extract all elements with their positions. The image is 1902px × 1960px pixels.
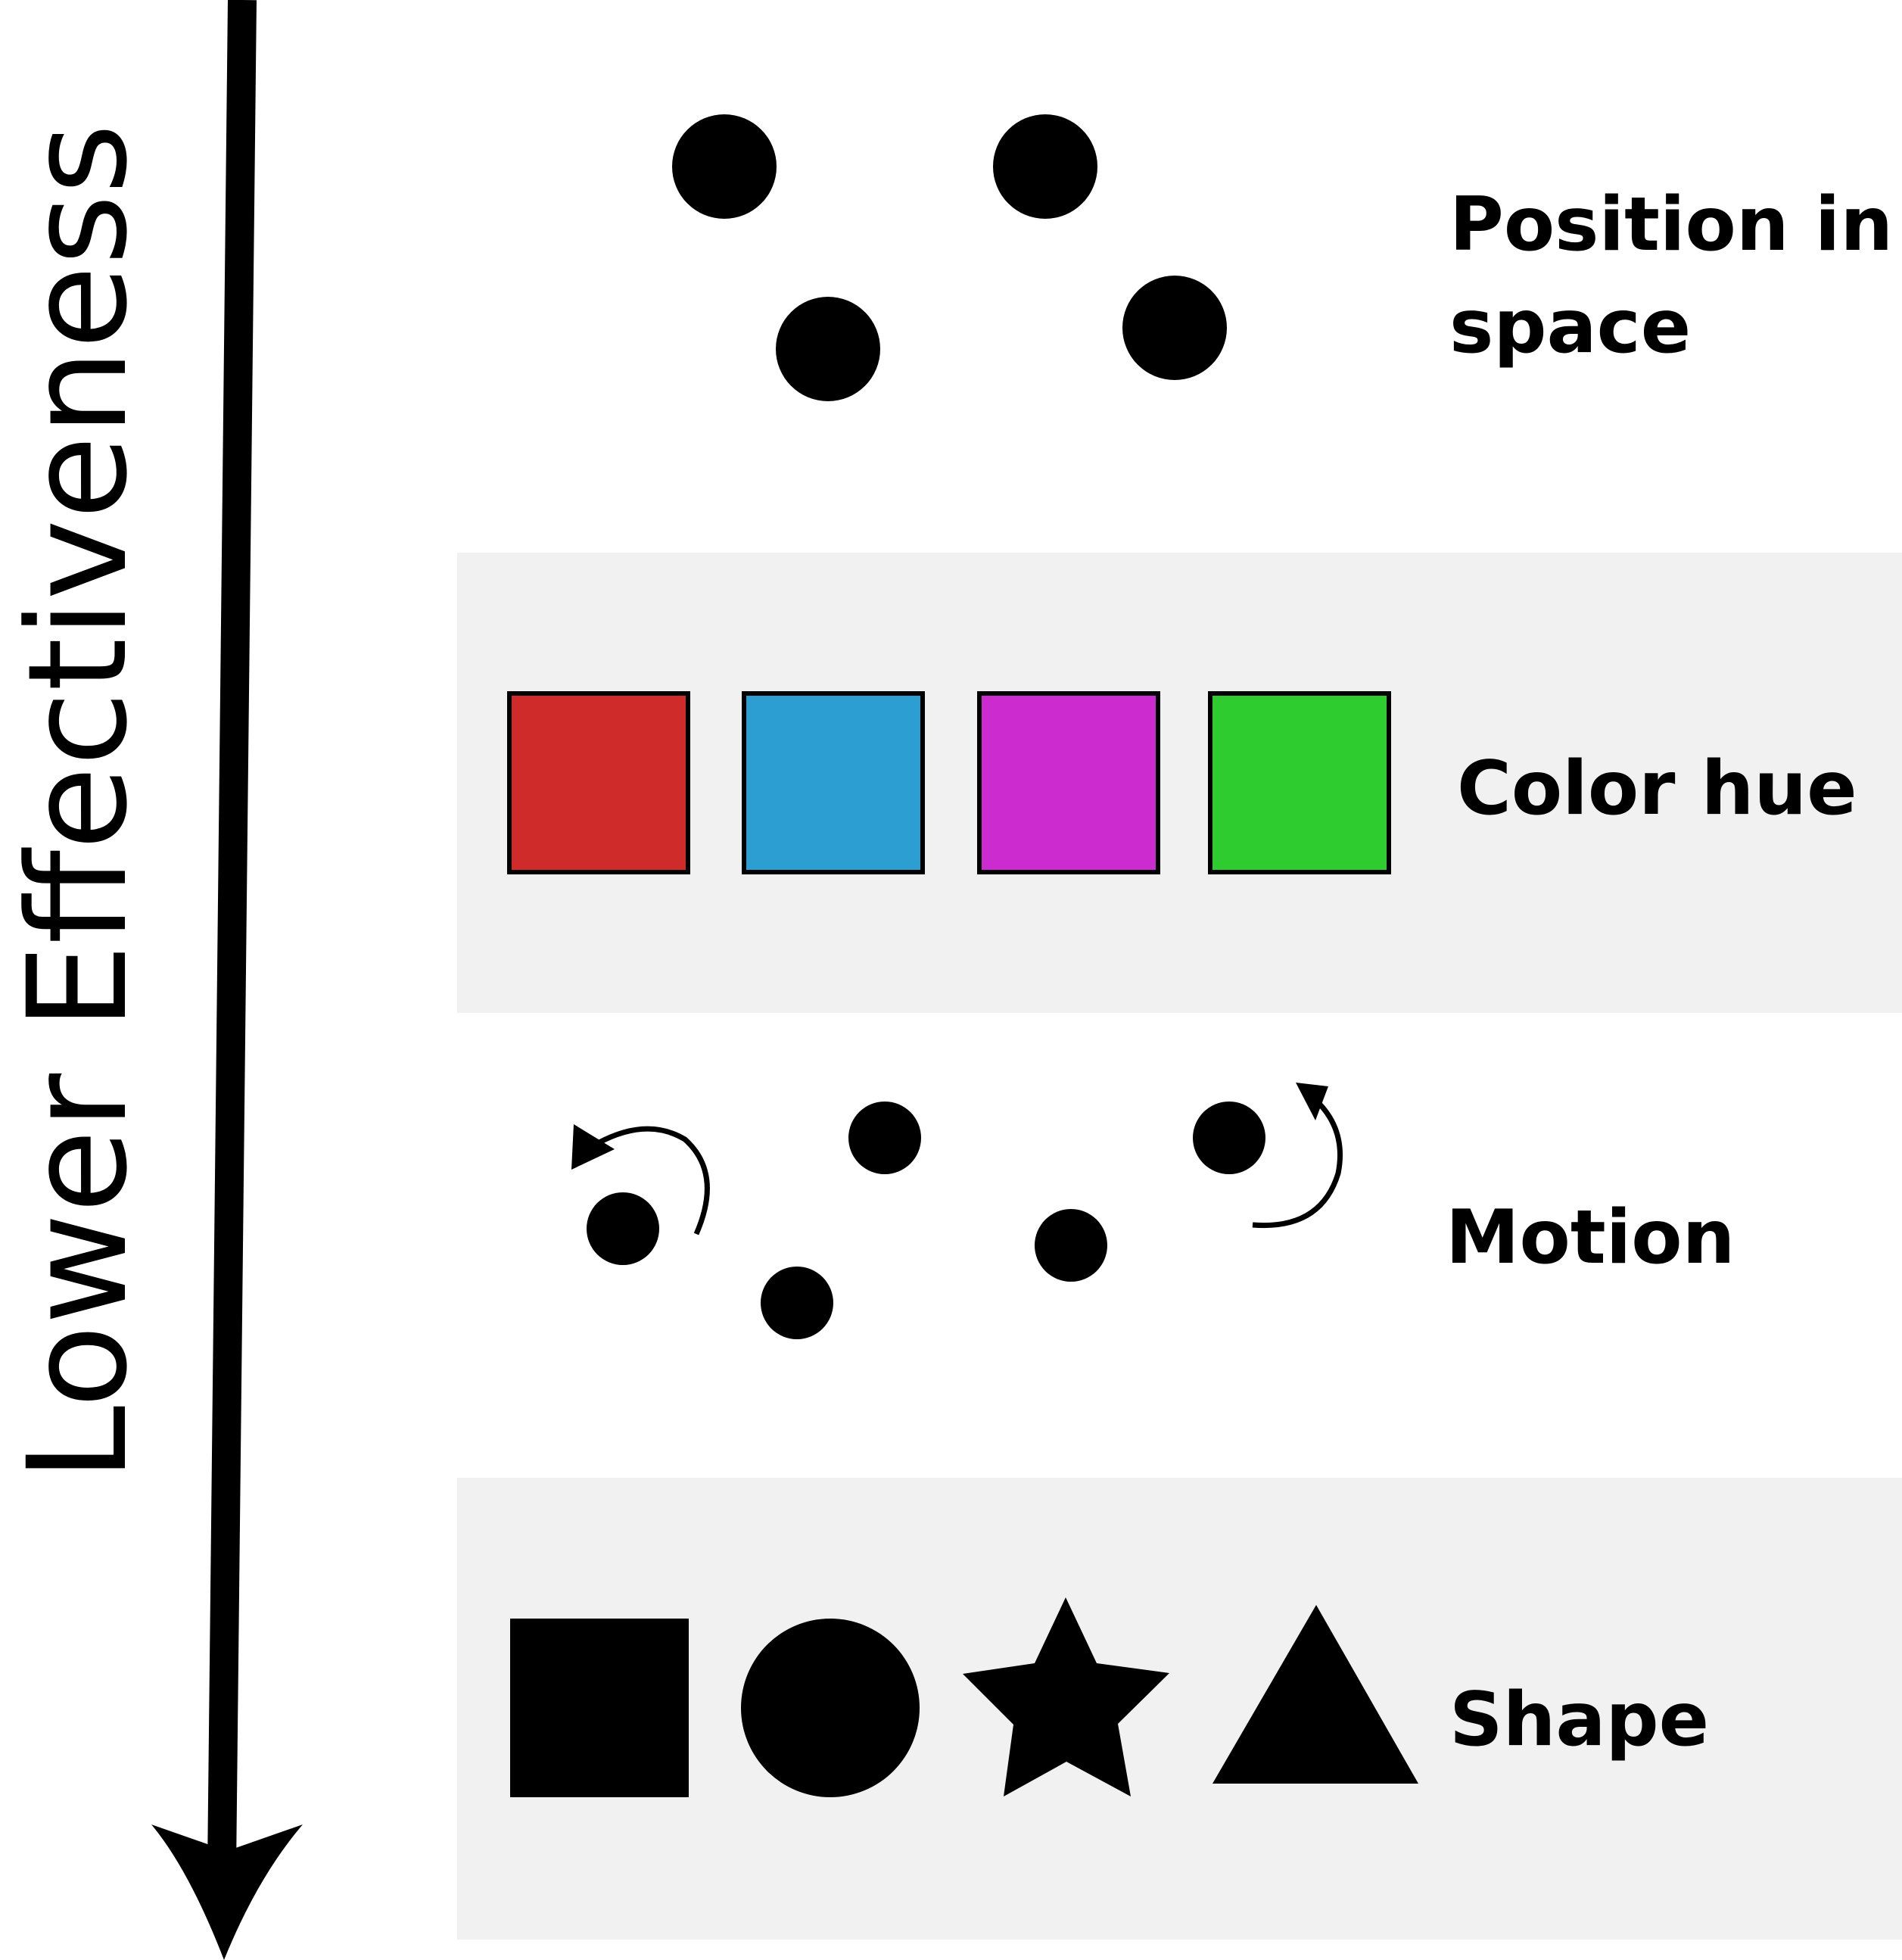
row-label-shape: Shape — [1449, 1677, 1709, 1763]
swatch-red — [507, 691, 690, 874]
star-icon — [963, 1597, 1169, 1796]
rotate-left-arrow-icon — [571, 1124, 710, 1236]
triangle-shape — [1212, 1605, 1418, 1784]
swatch-magenta — [977, 691, 1160, 874]
row-label-position-line1: Position in — [1449, 182, 1893, 268]
swatch-blue — [742, 691, 925, 874]
axis-label: Lower Effectiveness — [0, 123, 157, 1482]
position-dot — [672, 114, 777, 219]
square-shape — [510, 1619, 689, 1797]
effectiveness-arrow — [151, 0, 303, 1960]
arrow-head-icon — [151, 1824, 303, 1960]
swatch-green — [1208, 691, 1391, 874]
row-label-position-line2: space — [1449, 284, 1691, 370]
position-dot — [993, 114, 1097, 219]
motion-dot — [1193, 1102, 1265, 1174]
row-shape: Shape — [510, 1597, 1709, 1797]
band-color-hue — [457, 553, 1902, 1013]
motion-dot — [761, 1267, 833, 1339]
motion-dot — [848, 1102, 921, 1174]
motion-dot — [587, 1192, 659, 1265]
row-position: Position in space — [672, 114, 1893, 401]
position-dot — [776, 297, 880, 401]
circle-shape — [741, 1619, 920, 1797]
rotate-right-arrow-icon — [1252, 1083, 1343, 1229]
row-label-color-hue: Color hue — [1457, 746, 1857, 832]
band-shape — [457, 1478, 1902, 1940]
row-motion: Motion — [571, 1083, 1735, 1339]
row-color-hue: Color hue — [507, 691, 1857, 874]
position-dot — [1122, 276, 1227, 380]
row-label-motion: Motion — [1446, 1195, 1735, 1281]
arrow-shaft — [207, 0, 257, 1871]
motion-dot — [1035, 1209, 1107, 1282]
